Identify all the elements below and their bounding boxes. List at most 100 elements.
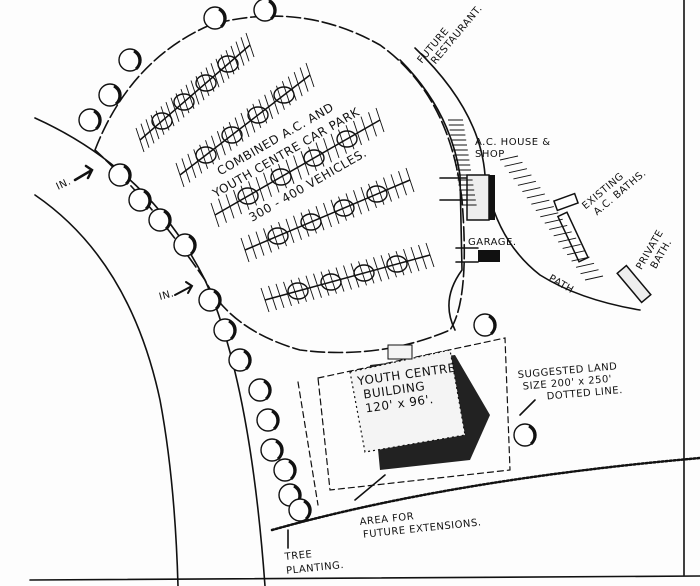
tree-icon	[333, 199, 355, 217]
path-hatch	[558, 237, 577, 243]
tree-shadow	[228, 319, 237, 341]
path-hatch	[513, 174, 532, 180]
parking-bay	[410, 246, 420, 272]
parking-bay	[353, 120, 362, 146]
tree-planting-boundary	[297, 381, 319, 506]
parking-bay	[264, 94, 274, 119]
parking-bay	[211, 135, 220, 160]
building-entrance	[387, 344, 413, 360]
tree-shadow	[123, 164, 132, 186]
parking-bay	[270, 90, 279, 115]
path-hatch	[540, 212, 559, 218]
parking-bay	[320, 271, 330, 296]
parking-bay	[285, 218, 295, 244]
path-hatch	[575, 262, 595, 268]
tree-shadow	[268, 0, 277, 21]
parking-bay	[222, 126, 232, 151]
tree-shadow	[528, 424, 537, 446]
youth-centre-building	[349, 349, 466, 453]
parking-bay	[205, 67, 215, 92]
parking-bay	[240, 237, 250, 263]
parking-bay	[218, 198, 227, 223]
parking-bay	[216, 131, 226, 156]
path-hatch	[522, 187, 541, 193]
tree-shadow	[275, 439, 284, 461]
parking-bay	[287, 76, 297, 101]
parking-bay	[260, 287, 270, 313]
shop-drive	[439, 177, 469, 201]
parking-bay	[190, 80, 200, 105]
tree-shadow	[263, 379, 272, 401]
path-hatch	[526, 193, 545, 199]
parking-bay	[373, 257, 382, 282]
parking-bay	[293, 215, 302, 240]
path-hatch	[567, 250, 586, 256]
parking-bay	[263, 172, 272, 197]
path-hatch	[571, 256, 590, 262]
parking-bay	[383, 177, 392, 202]
tree-shadow	[288, 459, 297, 481]
ac-house-label-2: SHOP	[475, 149, 505, 160]
tree-shadow	[488, 314, 497, 336]
parking-bay	[283, 281, 292, 307]
ac-house-shop	[466, 174, 490, 221]
parking-bay	[390, 174, 400, 199]
entrance-label-1: IN.	[55, 176, 73, 192]
parking-bay	[225, 50, 235, 75]
parking-bay	[360, 116, 370, 141]
tree-icon	[336, 130, 358, 148]
tree-shadow	[163, 209, 172, 231]
parking-bay	[300, 212, 310, 237]
parking-bay	[299, 67, 309, 92]
ac-house-shadow	[489, 175, 495, 220]
parking-bay	[403, 248, 412, 274]
parking-bay	[187, 153, 197, 179]
tree-shadow	[188, 234, 197, 256]
parking-bay	[215, 58, 225, 84]
parking-bay	[323, 202, 332, 228]
extensions-leader	[354, 474, 386, 501]
parking-bay	[388, 253, 397, 278]
tree-icon	[366, 185, 388, 203]
parking-bay	[210, 63, 220, 88]
road-inner-edge	[34, 194, 179, 586]
path-hatch	[504, 161, 523, 167]
tree-icon	[173, 93, 195, 111]
parking-bay	[353, 190, 362, 215]
parking-bay	[368, 112, 377, 137]
tree-icon	[353, 264, 375, 282]
tree-icon	[237, 187, 259, 205]
path-edge	[414, 47, 641, 311]
tree-icon	[267, 227, 289, 245]
parking-bay	[255, 231, 265, 256]
entrance-label-2: IN.	[158, 288, 175, 303]
parking-bay	[293, 155, 302, 180]
tree-icon	[386, 255, 408, 273]
parking-bay	[245, 32, 255, 58]
parking-bay	[305, 62, 315, 88]
existing-baths	[556, 211, 590, 263]
path-hatch	[544, 218, 563, 224]
parking-bay	[160, 106, 170, 131]
tree-icon	[303, 149, 325, 167]
path-hatch	[553, 231, 572, 237]
tree-shadow	[133, 49, 142, 71]
entrance-arrow-icon	[174, 281, 194, 296]
tree-icon	[195, 74, 217, 92]
path-hatch	[562, 243, 581, 249]
parking-bay	[276, 85, 285, 110]
parking-bay	[210, 202, 220, 228]
entrance-arrow-icon	[73, 164, 94, 182]
parking-bay	[220, 54, 230, 79]
tree-icon	[247, 106, 269, 124]
path-hatch	[584, 275, 604, 281]
parking-bay	[425, 242, 435, 268]
parking-bay	[181, 158, 191, 183]
parking-bay	[285, 159, 295, 184]
tree-icon	[221, 126, 243, 144]
parking-bay	[330, 133, 340, 159]
parking-bay	[263, 228, 272, 253]
parking-bay	[360, 186, 370, 212]
parking-bay	[155, 110, 165, 135]
